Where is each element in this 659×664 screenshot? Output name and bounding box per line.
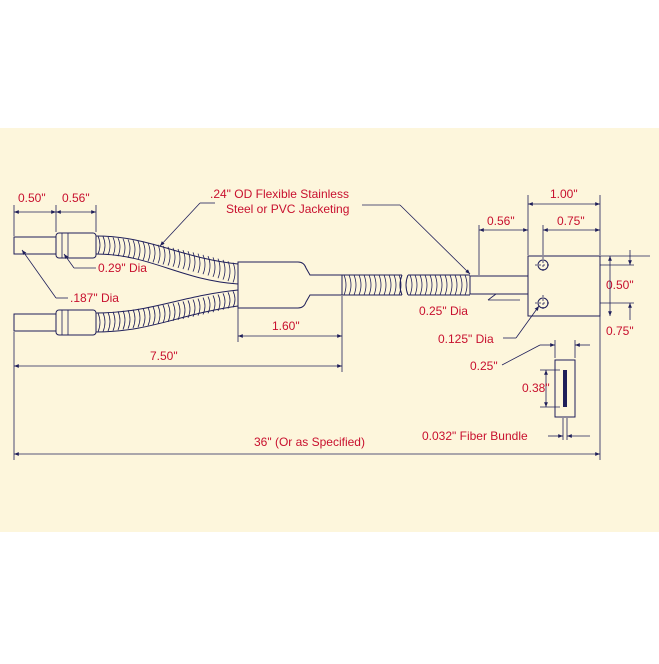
dim-fiber-bundle: 0.032" Fiber Bundle	[422, 429, 528, 443]
dim-038: 0.38"	[522, 381, 550, 395]
dim-050-right: 0.50"	[606, 278, 634, 292]
dim-160: 1.60"	[272, 319, 300, 333]
dim-36: 36" (Or as Specified)	[254, 435, 365, 449]
dim-0125-dia: 0.125" Dia	[438, 332, 494, 346]
dim-187-dia: .187" Dia	[70, 291, 119, 305]
dim-750: 7.50"	[150, 349, 178, 363]
dim-top-left	[13, 205, 97, 236]
end-view	[554, 359, 576, 418]
dim-100: 1.00"	[550, 187, 578, 201]
dim-075-right: 0.75"	[606, 324, 634, 338]
dim-056-left: 0.56"	[62, 191, 90, 205]
dim-056-right: 0.56"	[487, 214, 515, 228]
upper-probe-tip	[13, 232, 97, 259]
dim-025-dia: 0.25" Dia	[419, 304, 468, 318]
trunk-jacket	[342, 274, 470, 296]
dim-025: 0.25"	[470, 359, 498, 373]
dim-075-top: 0.75"	[557, 214, 585, 228]
dim-050-left: 0.50"	[18, 191, 46, 205]
jacket-spirals	[97, 235, 468, 333]
drawing-panel	[0, 128, 659, 532]
jacket-label-line1: .24" OD Flexible Stainless	[210, 187, 349, 201]
mounting-block	[527, 255, 601, 317]
jacket-label-line2: Steel or PVC Jacketing	[226, 202, 349, 216]
lower-probe-tip	[13, 309, 97, 336]
dim-029-dia: 0.29" Dia	[98, 261, 147, 275]
